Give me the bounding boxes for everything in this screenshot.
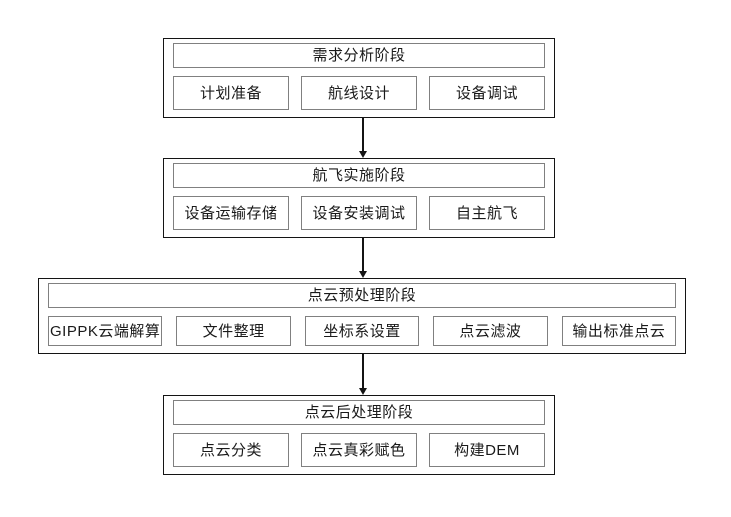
stage-requirements-analysis: 需求分析阶段 计划准备 航线设计 设备调试 (163, 38, 555, 118)
arrowhead-down-icon (359, 388, 367, 395)
flow-arrow-2 (358, 238, 368, 278)
task-label: 点云滤波 (459, 322, 522, 340)
task-label: 点云分类 (199, 441, 262, 459)
task-equipment-installation-debugging: 设备安装调试 (301, 196, 417, 230)
stage-title: 需求分析阶段 (312, 47, 406, 64)
task-route-design: 航线设计 (301, 76, 417, 110)
task-label: 计划准备 (199, 84, 262, 102)
task-autonomous-flight: 自主航飞 (429, 196, 545, 230)
stage-pointcloud-postprocessing-title-box: 点云后处理阶段 (173, 400, 545, 425)
stage-flight-implementation: 航飞实施阶段 设备运输存储 设备安装调试 自主航飞 (163, 158, 555, 238)
stage-pointcloud-preprocessing: 点云预处理阶段 GIPPK云端解算 文件整理 坐标系设置 点云滤波 输出标准点云 (38, 278, 686, 354)
stage-pointcloud-postprocessing: 点云后处理阶段 点云分类 点云真彩赋色 构建DEM (163, 395, 555, 475)
stage-requirements-analysis-tasks: 计划准备 航线设计 设备调试 (173, 76, 545, 110)
task-label: GIPPK云端解算 (50, 322, 161, 340)
arrowhead-down-icon (359, 151, 367, 158)
task-label: 设备安装调试 (312, 204, 406, 222)
stage-title: 点云后处理阶段 (304, 404, 414, 421)
stage-flight-implementation-tasks: 设备运输存储 设备安装调试 自主航飞 (173, 196, 545, 230)
flow-arrow-1 (358, 118, 368, 158)
flow-arrow-3 (358, 354, 368, 395)
task-pointcloud-filtering: 点云滤波 (433, 316, 548, 346)
task-label: 设备运输存储 (184, 204, 278, 222)
task-file-organization: 文件整理 (176, 316, 291, 346)
task-label: 设备调试 (455, 84, 518, 102)
arrow-line (362, 238, 364, 271)
task-label: 输出标准点云 (572, 322, 666, 340)
task-equipment-transport-storage: 设备运输存储 (173, 196, 289, 230)
task-label: 构建DEM (454, 441, 520, 459)
task-equipment-debugging: 设备调试 (429, 76, 545, 110)
stage-pointcloud-preprocessing-title-box: 点云预处理阶段 (48, 283, 676, 308)
stage-pointcloud-preprocessing-tasks: GIPPK云端解算 文件整理 坐标系设置 点云滤波 输出标准点云 (48, 316, 677, 346)
task-build-dem: 构建DEM (429, 433, 545, 467)
task-label: 自主航飞 (455, 204, 518, 222)
arrow-line (362, 118, 364, 151)
task-plan-preparation: 计划准备 (173, 76, 289, 110)
arrowhead-down-icon (359, 271, 367, 278)
stage-pointcloud-postprocessing-tasks: 点云分类 点云真彩赋色 构建DEM (173, 433, 545, 467)
arrow-line (362, 354, 364, 388)
stage-title: 点云预处理阶段 (307, 287, 417, 304)
task-output-standard-pointcloud: 输出标准点云 (561, 316, 677, 346)
task-label: 点云真彩赋色 (312, 441, 406, 459)
task-label: 文件整理 (202, 322, 265, 340)
task-label: 坐标系设置 (323, 322, 401, 340)
stage-title: 航飞实施阶段 (312, 167, 406, 184)
stage-flight-implementation-title-box: 航飞实施阶段 (173, 163, 545, 188)
task-pointcloud-classification: 点云分类 (173, 433, 289, 467)
task-coordinate-system-setup: 坐标系设置 (304, 316, 420, 346)
stage-requirements-analysis-title-box: 需求分析阶段 (173, 43, 545, 68)
task-gippk-cloud-solution: GIPPK云端解算 (48, 316, 163, 346)
task-pointcloud-true-color: 点云真彩赋色 (301, 433, 417, 467)
task-label: 航线设计 (327, 84, 390, 102)
